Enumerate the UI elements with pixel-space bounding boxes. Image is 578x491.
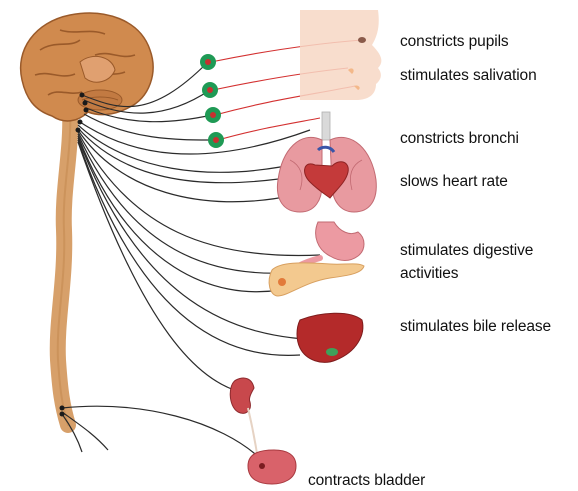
label-contracts-bladder: contracts bladder xyxy=(308,470,425,491)
label-slows-heart-rate: slows heart rate xyxy=(400,171,508,193)
face-icon xyxy=(300,10,381,100)
bladder-icon xyxy=(248,450,296,484)
liver-icon xyxy=(297,313,363,362)
label-activities: activities xyxy=(400,263,458,285)
label-stimulates-bile-release: stimulates bile release xyxy=(400,316,551,338)
label-stimulates-digestive: stimulates digestive xyxy=(400,240,533,262)
ganglia xyxy=(200,54,224,148)
lungs-icon xyxy=(277,112,376,212)
pancreas-icon xyxy=(269,263,364,296)
brain-icon xyxy=(21,13,153,121)
kidney-icon xyxy=(230,378,258,460)
spinal-cord-icon xyxy=(58,110,71,425)
label-stimulates-salivation: stimulates salivation xyxy=(400,65,537,87)
label-constricts-bronchi: constricts bronchi xyxy=(400,128,519,150)
nerve-fibers xyxy=(62,62,330,460)
label-constricts-pupils: constricts pupils xyxy=(400,31,509,53)
